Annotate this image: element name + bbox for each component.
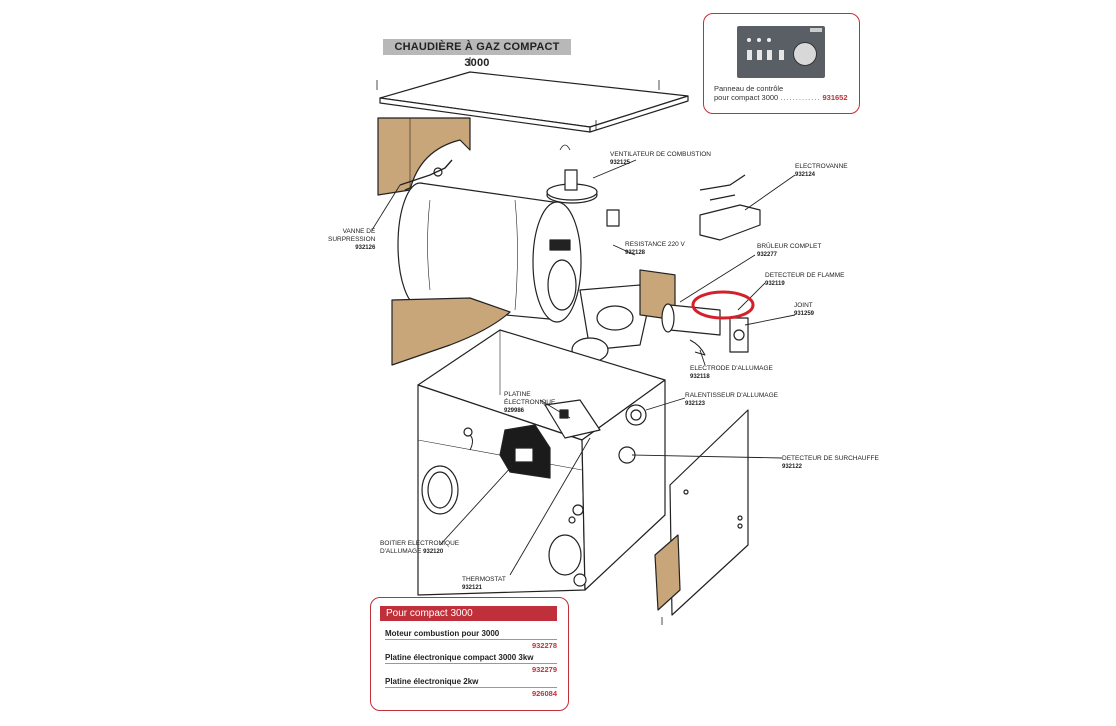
highlight-circle xyxy=(691,290,755,320)
label-electrode: ELECTRODE D'ALLUMAGE 932118 xyxy=(690,365,773,380)
control-panel-code: 931652 xyxy=(822,93,848,102)
label-bruleur: BRÛLEUR COMPLET 932277 xyxy=(757,243,822,258)
diagram-title: CHAUDIÈRE À GAZ COMPACT 3000 xyxy=(383,39,571,69)
label-ventilateur: VENTILATEUR DE COMBUSTION 932125 xyxy=(610,151,712,166)
part-row: Moteur combustion pour 3000 932278 xyxy=(385,629,557,650)
label-ralentisseur: RALENTISSEUR D'ALLUMAGE 932123 xyxy=(685,392,778,407)
joint-flange xyxy=(729,317,749,353)
label-electrovanne: ELECTROVANNE 932124 xyxy=(795,163,848,178)
cabinet-right-wall xyxy=(581,379,666,591)
label-thermostat: THERMOSTAT 932121 xyxy=(462,576,506,591)
label-boitier: BOITIER ELECTRONIQUE D'ALLUMAGE 932120 xyxy=(380,540,460,555)
door-insulation xyxy=(654,534,681,611)
label-joint: JOINT 931259 xyxy=(794,302,815,317)
label-detecteur-surchauffe: DETECTEUR DE SURCHAUFFE 932122 xyxy=(782,455,879,470)
solenoid-valve xyxy=(699,204,761,241)
ignition-delay xyxy=(625,404,647,426)
label-resistance: RESISTANCE 220 V 932128 xyxy=(625,241,685,256)
thermostat-knob-icon xyxy=(793,42,817,66)
part-row: Platine électronique 2kw 926084 xyxy=(385,677,557,698)
parts-list-box: Pour compact 3000 Moteur combustion pour… xyxy=(370,597,569,711)
label-platine: PLATINE ÉLECTRONIQUE 929986 xyxy=(504,391,556,414)
label-vanne: VANNE DE SURPRESSION 932126 xyxy=(328,228,376,251)
electronic-board xyxy=(544,399,601,439)
label-detecteur-flamme: DETECTEUR DE FLAMME 932119 xyxy=(765,272,845,287)
parts-list-header: Pour compact 3000 xyxy=(380,606,557,621)
side-door-panel xyxy=(669,409,749,616)
control-panel-image xyxy=(737,26,825,78)
ignition-electrode xyxy=(689,339,706,356)
part-row: Platine électronique compact 3000 3kw 93… xyxy=(385,653,557,674)
control-panel-callout: Panneau de contrôle pour compact 3000 ..… xyxy=(703,13,860,114)
insulation-shell-bottom xyxy=(391,297,511,366)
control-panel-text: Panneau de contrôle pour compact 3000 ..… xyxy=(714,84,848,102)
